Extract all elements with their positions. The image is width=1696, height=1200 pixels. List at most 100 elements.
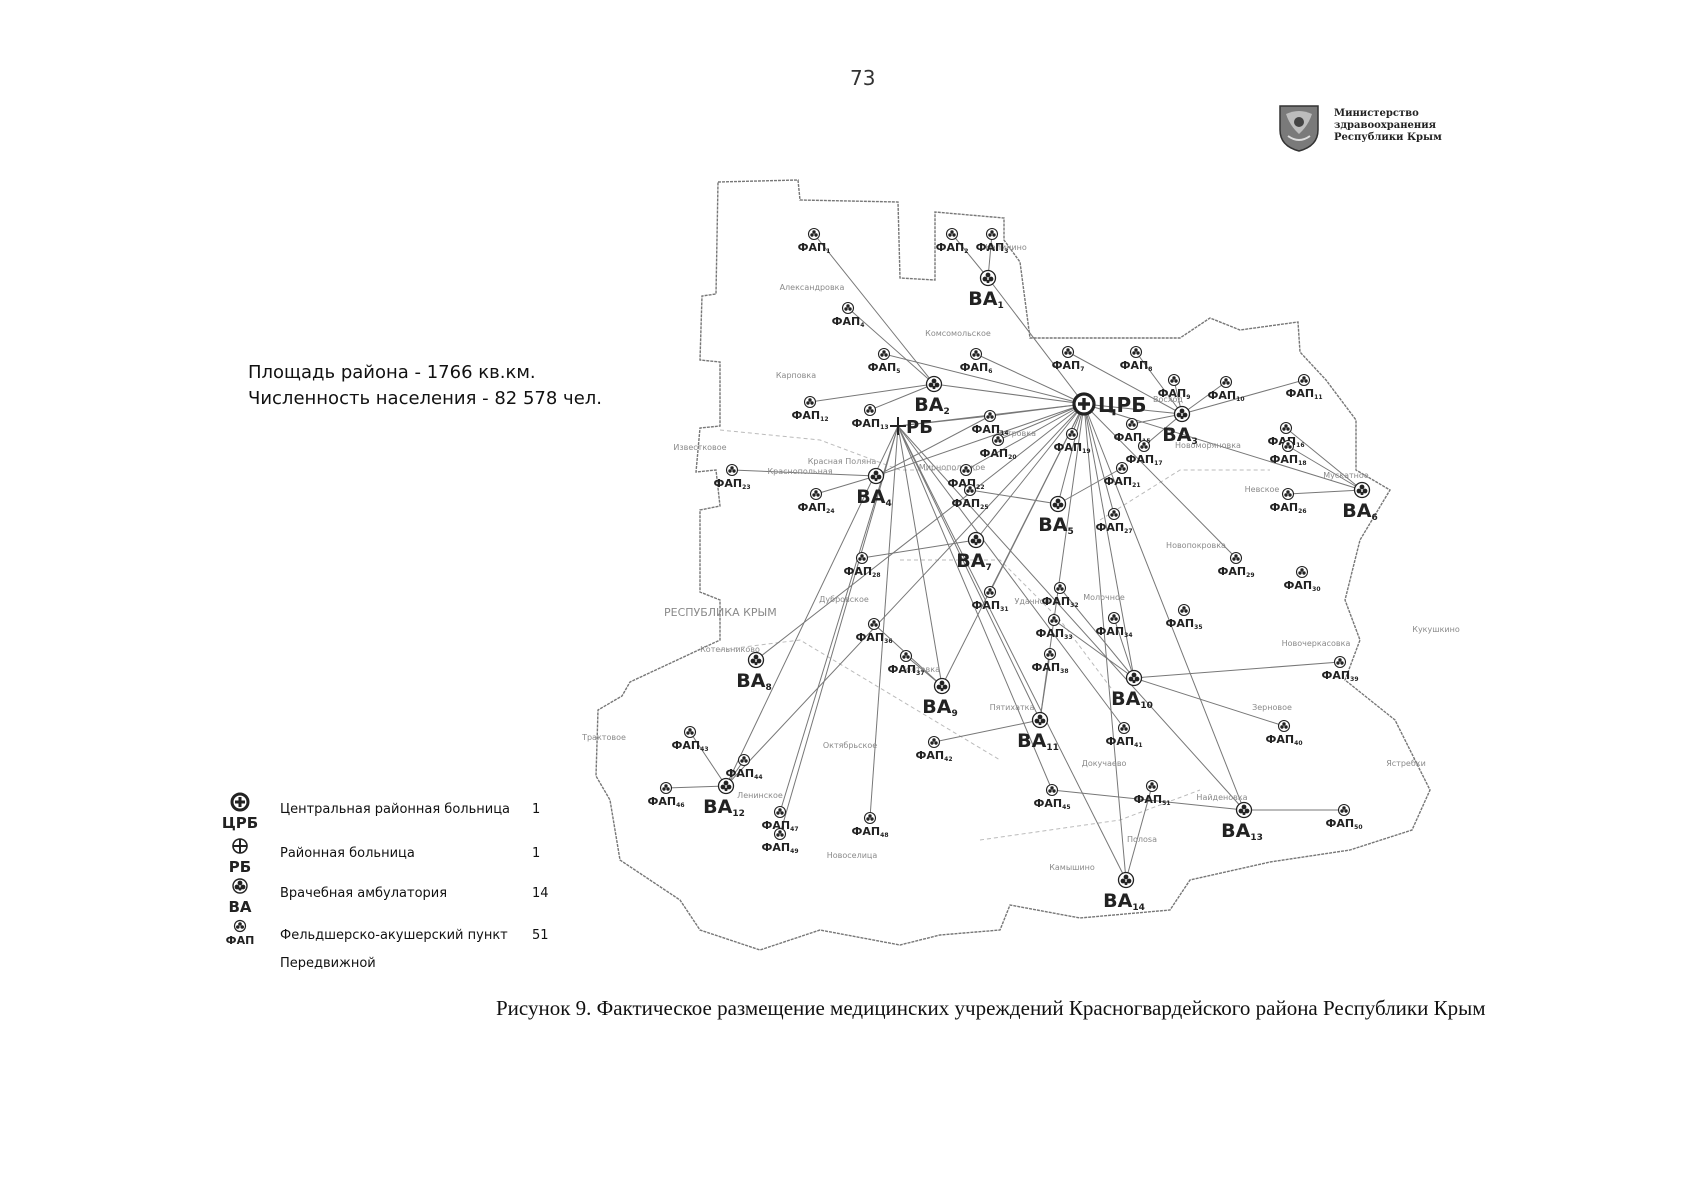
fap-marker: ФАП35 [1166,603,1203,631]
legend-row-va: ВА Врачебная амбулатория 14 [220,876,560,916]
region-label: РЕСПУБЛИКА КРЫМ [664,606,777,619]
place-name: Александровка [780,283,845,292]
connection-line [869,425,899,819]
connection-line [1083,403,1237,559]
fap-label: ФАП1 [798,241,831,255]
connection-line [897,425,1041,721]
fap-marker: ФАП19 [1054,427,1091,455]
connection-line [987,277,1085,405]
fap-marker: ФАП27 [1096,507,1133,535]
fap-marker: ФАП49 [762,827,799,855]
fap-marker: ФАП38 [1032,647,1069,675]
place-name: Кукушкино [1412,625,1460,634]
legend-label-fap: Фельдшерско-акушерский пункт [280,928,508,943]
district-population: Численность населения - 82 578 чел. [248,388,602,409]
place-name: Пятихатка [990,703,1035,712]
fap-marker: ФАП39 [1322,655,1359,683]
fap-marker: ФАП26 [1270,487,1307,515]
va-label: ВА2 [914,394,949,417]
legend-row-rb: РБ Районная больница 1 [220,836,560,876]
fap-marker: ФАП6 [960,347,992,375]
legend-count-fap: 51 [532,928,549,943]
fap-marker: ФАП29 [1218,551,1255,579]
connection-line [1287,489,1363,495]
crb-icon: ЦРБ [222,792,258,832]
connection-line [725,403,1085,787]
ministry-name: Министерство здравоохранения Республики … [1334,108,1442,144]
fap-marker: ФАП33 [1036,613,1073,641]
va-marker: ВА2 [914,375,950,417]
crb-label: ЦРБ [1098,393,1146,417]
fap-marker: ФАП9 [1158,373,1190,401]
place-name: Молочное [1083,593,1125,602]
place-name: Восход [1153,395,1183,404]
place-name: Октябрьское [823,741,877,750]
connection-lines [665,233,1363,881]
fap-marker: ФАП20 [980,433,1017,461]
place-name: Трактовое [581,733,626,742]
connection-line [1057,403,1085,505]
legend-count-rb: 1 [532,846,541,861]
fap-label: ФАП36 [856,631,893,645]
connection-line [1059,587,1135,679]
fap-label: ФАП11 [1286,387,1323,401]
fap-marker: ФАП22 [948,463,985,491]
fap-label: ФАП51 [1134,793,1171,807]
connection-line [997,403,1085,441]
fap-label: ФАП28 [844,565,881,579]
connection-line [975,403,1085,541]
fap-marker: ФАП17 [1126,439,1163,467]
fap-marker: ФАП12 [792,395,829,423]
connection-line [1057,467,1123,505]
fap-label: ФАП34 [1096,625,1133,639]
fap-marker: ФАП40 [1266,719,1303,747]
place-name: Мускатное [1323,471,1369,480]
place-name: Ястребки [1386,759,1426,768]
va-label: ВА7 [956,550,991,573]
fap-label: ФАП19 [1054,441,1091,455]
fap-marker: ФАП11 [1286,373,1323,401]
fap-marker: ФАП10 [1208,375,1245,403]
va-marker: ВА4 [856,467,892,509]
va-marker: ВА3 [1162,405,1198,447]
connection-line [1131,413,1183,425]
fap-label: ФАП10 [1208,389,1245,403]
place-name: Новоморяновка [1175,441,1241,450]
fap-marker: ФАП25 [952,483,989,511]
fap-label: ФАП5 [868,361,901,375]
connection-line [933,383,1085,405]
legend-count-crb: 1 [532,802,541,817]
fap-label: ФАП27 [1096,521,1133,535]
fap-label: ФАП8 [1120,359,1153,373]
fap-label: ФАП24 [798,501,835,515]
fap-label: ФАП39 [1322,669,1359,683]
district-stats: Площадь района - 1766 кв.км. Численность… [248,360,602,412]
va-marker: ВА1 [968,269,1004,311]
rb-marker: РБ [890,417,933,438]
connection-line [1181,381,1227,415]
connection-line [1039,653,1051,721]
fap-label: ФАП46 [648,795,685,809]
fap-marker: ФАП50 [1326,803,1363,831]
connection-line [1067,351,1183,415]
va-markers: ВА1ВА2ВА3ВА4ВА5ВА6ВА7ВА8ВА9ВА10ВА11ВА12В… [703,269,1378,913]
connection-line [965,403,1085,471]
ministry-line-3: Республики Крым [1334,132,1442,143]
fap-marker: ФАП18 [1270,439,1307,467]
place-name: Красная Поляна [808,457,877,466]
place-name: Удачное [1014,597,1049,606]
place-name: Невское [1245,485,1280,494]
va-label: ВА13 [1221,820,1263,843]
place-name: Краснопольная [767,467,832,476]
place-name: Комсомольское [925,329,991,338]
place-name: Полоsa [1127,835,1157,844]
district-area: Площадь района - 1766 кв.км. [248,362,536,383]
connection-line [779,425,899,835]
connection-line [875,403,1085,477]
fap-label: ФАП42 [916,749,953,763]
fap-label: ФАП33 [1036,627,1073,641]
legend-row-crb: ЦРБ Центральная районная больница 1 [220,792,560,832]
connection-line [1133,661,1341,679]
fap-marker: ФАП28 [844,551,881,579]
fap-marker: ФАП14 [972,409,1009,437]
